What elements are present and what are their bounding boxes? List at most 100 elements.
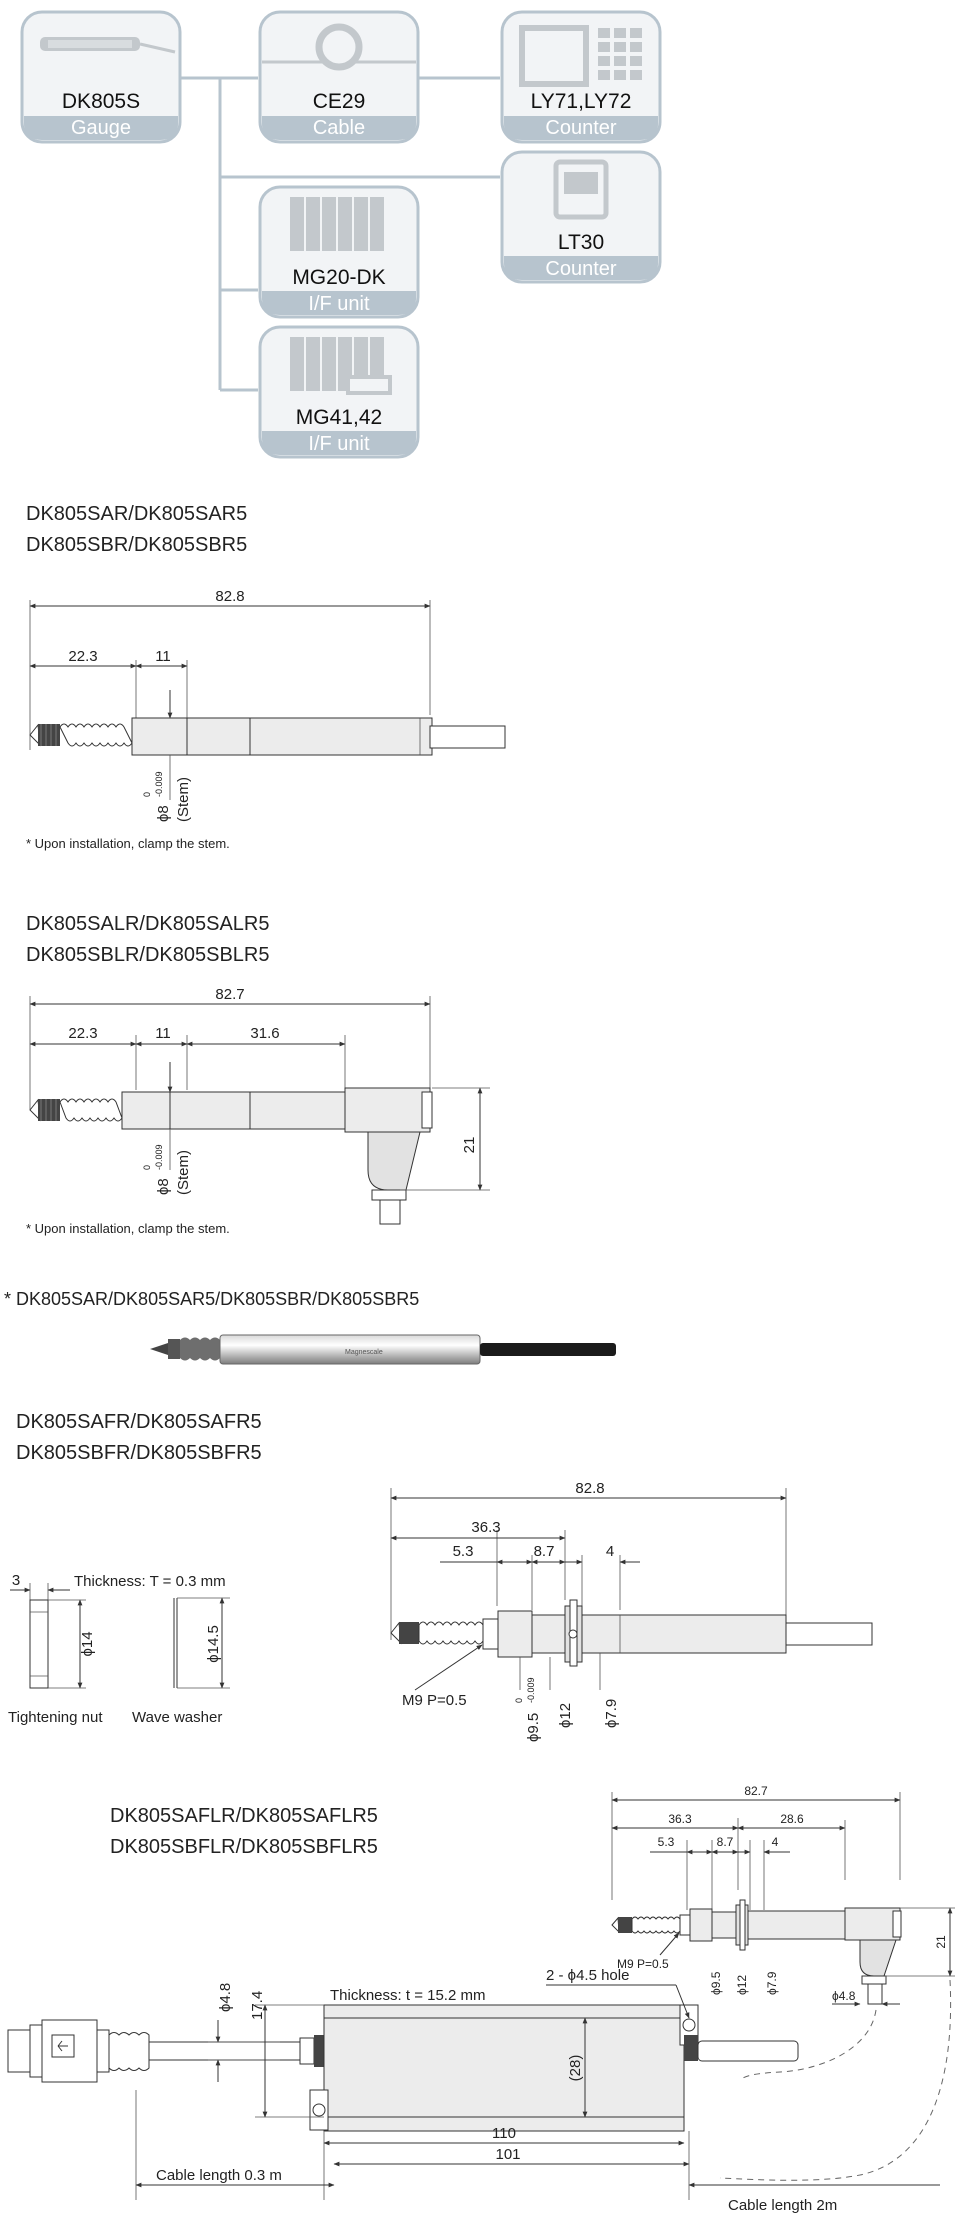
tolerance-upper: 0 xyxy=(142,792,152,797)
system-box-cable: CE29 Cable xyxy=(258,10,420,144)
dimension-label: 4 xyxy=(606,1543,614,1560)
dimension-label: 28.6 xyxy=(780,1812,804,1826)
dimension-label: 8.7 xyxy=(717,1835,734,1849)
box-type: I/F unit xyxy=(308,433,370,455)
arrow-left-icon xyxy=(57,2040,68,2052)
thread-spec: M9 P=0.5 xyxy=(402,1692,467,1709)
dimension-label: 4 xyxy=(772,1835,779,1849)
drawing-section-straight: DK805SAR/DK805SAR5 DK805SBR/DK805SBR5 82… xyxy=(26,503,506,851)
box-name: MG20-DK xyxy=(292,266,385,289)
cable-length-label: Cable length 0.3 m xyxy=(156,2167,282,2184)
hole-label: 2 - ϕ4.5 hole xyxy=(546,1967,629,1984)
box-type: Gauge xyxy=(71,117,131,139)
stem-diameter: ϕ8 xyxy=(155,805,172,822)
flange-l-gauge-drawing: 82.7 36.3 28.6 5.3 8.7 4 xyxy=(611,1784,955,2007)
dimension-label: 8.7 xyxy=(534,1543,555,1560)
dimension-label: 11 xyxy=(155,648,171,665)
stem-callout: ϕ8 0 -0.009 (Stem) xyxy=(142,1144,192,1195)
box-name: MG41,42 xyxy=(296,406,382,429)
dimension-label: 3 xyxy=(12,1572,20,1589)
counter-display-icon xyxy=(553,159,609,220)
drawing-section-l-shape: DK805SALR/DK805SALR5 DK805SBLR/DK805SBLR… xyxy=(26,913,490,1236)
diameter-label: ϕ9.5 xyxy=(709,1971,723,1995)
dimension-label: 11 xyxy=(155,1025,171,1042)
dimension-label: 36.3 xyxy=(668,1812,692,1826)
interface-box-drawing: ϕ4.8 17.4 Thickness: t = 15.2 mm 2 - ϕ4.… xyxy=(7,1967,940,2214)
system-configuration: DK805S Gauge CE29 Cable xyxy=(20,10,662,459)
dimension-label: 82.8 xyxy=(575,1480,604,1497)
dimension-label: ϕ14.5 xyxy=(205,1625,222,1663)
brand-logo: Magnescale xyxy=(345,1349,383,1356)
box-name: LT30 xyxy=(558,231,604,254)
stem-diameter: ϕ8 xyxy=(155,1178,172,1195)
dimension-label: 36.3 xyxy=(471,1519,500,1536)
dimension-label: 110 xyxy=(492,2125,516,2142)
model-title: DK805SBFLR/DK805SBFLR5 xyxy=(110,1836,378,1858)
thickness-label: Thickness: T = 0.3 mm xyxy=(74,1573,226,1590)
photo-caption: * DK805SAR/DK805SAR5/DK805SBR/DK805SBR5 xyxy=(4,1289,419,1309)
stem-label: (Stem) xyxy=(175,1150,192,1195)
stem-callout: ϕ8 0 -0.009 (Stem) xyxy=(142,771,192,822)
dimension-label: 21 xyxy=(461,1137,478,1154)
system-box-interface-mg41: MG41,42 I/F unit xyxy=(258,325,420,459)
dimension-label: 82.7 xyxy=(744,1784,768,1798)
dimension-label: 22.3 xyxy=(68,648,97,665)
box-type: I/F unit xyxy=(308,293,370,315)
thread-spec: M9 P=0.5 xyxy=(617,1957,669,1971)
dimension-label: 101 xyxy=(495,2146,520,2163)
gauge-icon xyxy=(40,37,176,54)
flange-gauge-drawing: 82.8 36.3 5.3 8.7 4 xyxy=(390,1480,873,1742)
box-name: LY71,LY72 xyxy=(531,90,632,113)
wave-washer-drawing: Thickness: T = 0.3 mm ϕ14.5 Wave washer xyxy=(74,1573,230,1726)
gauge-drawing: 21 xyxy=(29,1062,490,1225)
tightening-nut-drawing: 3 ϕ14 Tightening nut xyxy=(8,1572,103,1726)
dimension-label: ϕ14 xyxy=(79,1631,96,1656)
box-name: DK805S xyxy=(62,90,140,113)
diameter-label: ϕ4.8 xyxy=(217,1983,234,2012)
system-box-counter-ly: LY71,LY72 Counter xyxy=(500,10,662,144)
dimension-label: 5.3 xyxy=(658,1835,675,1849)
cable-icon xyxy=(262,23,416,71)
dimension-label: 82.8 xyxy=(215,588,244,605)
dimension-label: 82.7 xyxy=(215,986,244,1003)
dimension-label: 22.3 xyxy=(68,1025,97,1042)
cable-length-label: Cable length 2m xyxy=(728,2197,837,2214)
tolerance-lower: -0.009 xyxy=(154,771,164,797)
installation-note: * Upon installation, clamp the stem. xyxy=(26,1221,230,1236)
diameter-label: ϕ7.9 xyxy=(765,1971,779,1995)
box-name: CE29 xyxy=(313,90,366,113)
diameter-label: ϕ7.9 xyxy=(603,1699,620,1728)
box-type: Counter xyxy=(545,258,616,280)
system-box-gauge: DK805S Gauge xyxy=(20,10,182,144)
cable-route xyxy=(739,2009,877,2081)
model-title: DK805SAFLR/DK805SAFLR5 xyxy=(110,1805,378,1827)
model-title: DK805SBR/DK805SBR5 xyxy=(26,534,247,556)
counter-panel-icon xyxy=(519,25,642,87)
box-type: Counter xyxy=(545,117,616,139)
tolerance-lower: -0.009 xyxy=(154,1144,164,1170)
dimension-label: (28) xyxy=(567,2055,584,2082)
tolerance-upper: 0 xyxy=(514,1698,524,1703)
stem-label: (Stem) xyxy=(175,777,192,822)
installation-note: * Upon installation, clamp the stem. xyxy=(26,836,230,851)
drawing-section-flange: DK805SAFR/DK805SAFR5 DK805SBFR/DK805SBFR… xyxy=(8,1411,873,1742)
system-box-interface-mg20: MG20-DK I/F unit xyxy=(258,185,420,319)
part-label: Tightening nut xyxy=(8,1709,103,1726)
dimension-label: 21 xyxy=(934,1935,948,1949)
cable-route xyxy=(719,1979,952,2181)
box-type: Cable xyxy=(313,117,365,139)
model-title: DK805SBFR/DK805SBFR5 xyxy=(16,1442,262,1464)
interface-rack-icon xyxy=(290,197,384,251)
drawing-section-flange-l-shape: DK805SAFLR/DK805SAFLR5 DK805SBFLR/DK805S… xyxy=(7,1784,955,2214)
diameter-label: ϕ12 xyxy=(557,1703,574,1728)
tolerance-lower: -0.009 xyxy=(526,1677,536,1703)
system-box-counter-lt: LT30 Counter xyxy=(500,150,662,284)
diameter-label: ϕ12 xyxy=(735,1975,749,1995)
part-label: Wave washer xyxy=(132,1709,222,1726)
model-title: DK805SAR/DK805SAR5 xyxy=(26,503,247,525)
model-title: DK805SBLR/DK805SBLR5 xyxy=(26,944,269,966)
gauge-drawing xyxy=(29,690,506,800)
system-connectors xyxy=(180,76,500,392)
diameter-label: ϕ4.8 xyxy=(832,1989,856,2003)
